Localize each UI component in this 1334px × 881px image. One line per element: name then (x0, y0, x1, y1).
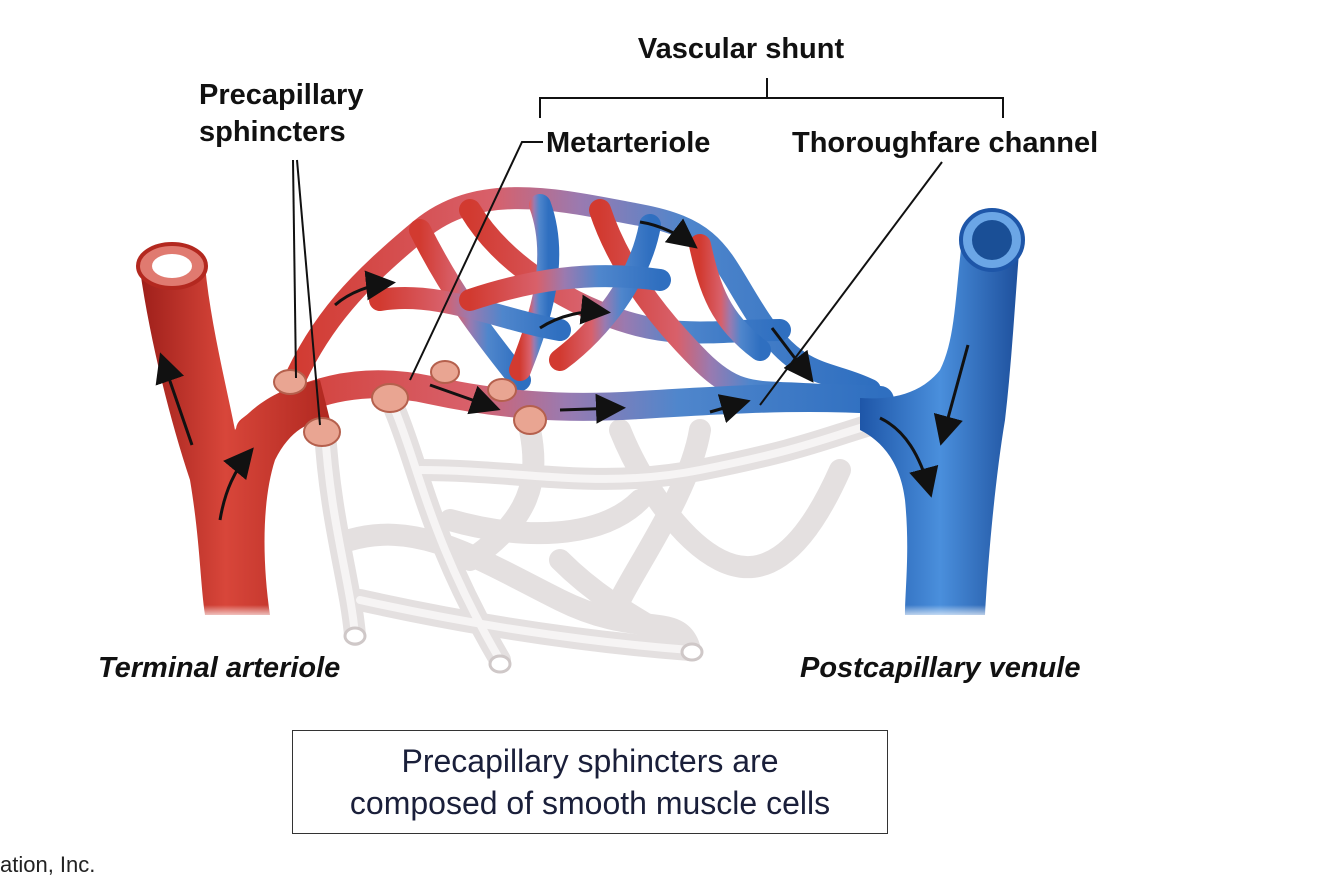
caption-line2: composed of smooth muscle cells (349, 785, 831, 821)
closed-capillary-inner (321, 406, 874, 664)
vascular-shunt-label: Vascular shunt (638, 33, 845, 65)
sphincter-ring (430, 360, 460, 384)
capillary-open-end (343, 626, 367, 646)
flow-arrow (639, 218, 698, 249)
flow-arrow (334, 270, 396, 307)
terminal-arteriole-label: Terminal arteriole (98, 652, 340, 684)
flow-arrow (559, 393, 626, 424)
precapillary-label-line1: Precapillary (199, 79, 363, 111)
terminal-arteriole-vessel (136, 242, 330, 615)
flow-arrow (218, 447, 254, 521)
flow-arrow (933, 344, 970, 446)
flow-arrow (709, 394, 751, 424)
flow-arrows (155, 218, 970, 521)
sphincter-ring (371, 383, 409, 413)
capillary-open-end (488, 654, 512, 674)
flow-arrow (879, 416, 939, 498)
postcapillary-venule-vessel (860, 208, 1025, 615)
sphincter-ring (513, 405, 547, 435)
precapillary-label-line2: sphincters (199, 116, 346, 148)
caption-line1: Precapillary sphincters are (401, 743, 779, 779)
vascular-shunt-bracket (539, 78, 1004, 118)
capillary-open-end (680, 642, 704, 662)
sphincter-ring (303, 417, 341, 447)
sphincter-ring (487, 378, 517, 402)
metarteriole-thoroughfare-channel (236, 370, 894, 444)
metarteriole-label: Metarteriole (546, 127, 710, 159)
sphincter-ring (273, 369, 307, 395)
flow-arrow (770, 327, 814, 383)
flow-arrow (155, 352, 194, 446)
copyright-credit: ation, Inc. (0, 852, 96, 877)
flow-arrow (429, 383, 501, 415)
precapillary-sphincters (273, 360, 547, 447)
precapillary-leader (296, 159, 321, 426)
thoroughfare-channel-label: Thoroughfare channel (792, 127, 1098, 159)
caption-box: Precapillary sphincters are composed of … (292, 730, 888, 834)
leader-lines (292, 78, 1004, 426)
precapillary-leader (292, 159, 297, 379)
metarteriole-leader (409, 141, 543, 381)
open-capillary-network (279, 187, 881, 406)
postcapillary-venule-label: Postcapillary venule (800, 652, 1080, 684)
thoroughfare-leader (759, 161, 943, 406)
flow-arrow (539, 294, 611, 330)
